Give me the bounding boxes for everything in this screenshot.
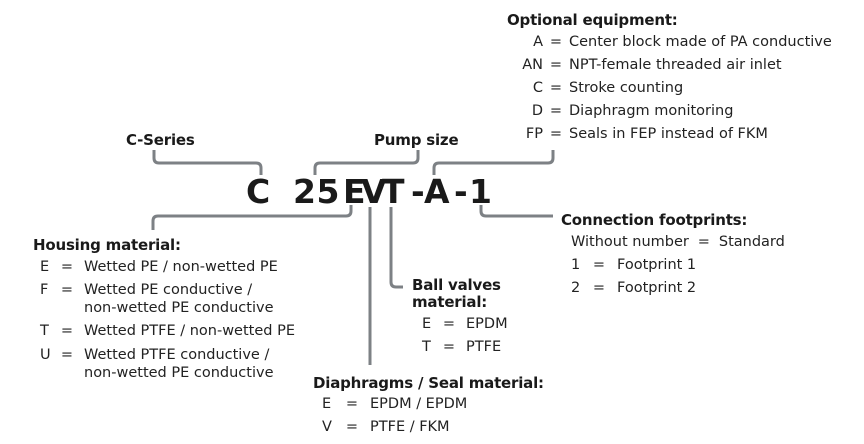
list-item: Without number=Standard bbox=[571, 234, 785, 250]
pump-size-label: Pump size bbox=[374, 131, 459, 149]
connection-footprints-title: Connection footprints: bbox=[561, 211, 748, 229]
list-item: AN=NPT-female threaded air inlet bbox=[522, 57, 782, 73]
ball-valves-title-2: material: bbox=[412, 293, 488, 311]
code-ball-valve: T bbox=[382, 172, 406, 211]
list-item: V=PTFE / FKM bbox=[322, 419, 450, 435]
code-housing: E bbox=[343, 172, 367, 211]
code-diaphragm: V bbox=[361, 172, 388, 211]
list-item: U=Wetted PTFE conductive / bbox=[40, 347, 270, 363]
housing-connector bbox=[151, 205, 353, 230]
list-item: T=PTFE bbox=[422, 339, 502, 355]
optional-equipment-title: Optional equipment: bbox=[507, 11, 678, 29]
list-item: C=Stroke counting bbox=[532, 80, 684, 96]
list-item: FP=Seals in FEP instead of FKM bbox=[525, 126, 768, 142]
code-separator: - bbox=[454, 172, 469, 211]
list-item: T=Wetted PTFE / non-wetted PE bbox=[40, 323, 295, 339]
list-item: E=EPDM bbox=[422, 316, 508, 332]
list-item: 1=Footprint 1 bbox=[571, 257, 697, 273]
list-item: E=Wetted PE / non-wetted PE bbox=[40, 259, 278, 275]
code-size: 25 bbox=[293, 172, 340, 211]
c-series-label: C-Series bbox=[126, 131, 195, 149]
list-item: F=Wetted PE conductive / bbox=[40, 282, 253, 298]
housing-material-title: Housing material: bbox=[33, 236, 181, 254]
diaphragms-title: Diaphragms / Seal material: bbox=[313, 374, 544, 392]
ball-valve-connector bbox=[389, 207, 403, 289]
code-series: C bbox=[246, 172, 271, 211]
list-item: D=Diaphragm monitoring bbox=[531, 103, 734, 119]
list-item-continuation: non-wetted PE conductive bbox=[84, 365, 274, 381]
code-footprint: 1 bbox=[469, 172, 493, 211]
c-series-connector bbox=[152, 150, 263, 175]
code-option: A bbox=[424, 172, 451, 211]
list-item: A=Center block made of PA conductive bbox=[533, 34, 832, 50]
optional-equipment-connector bbox=[432, 150, 555, 175]
footprint-connector bbox=[479, 205, 553, 218]
ball-valves-title: Ball valves bbox=[412, 276, 501, 294]
pump-size-connector bbox=[313, 150, 420, 175]
list-item: E=EPDM / EPDM bbox=[322, 396, 468, 412]
list-item: 2=Footprint 2 bbox=[571, 280, 697, 296]
code-separator: - bbox=[411, 172, 426, 211]
list-item-continuation: non-wetted PE conductive bbox=[84, 300, 274, 316]
